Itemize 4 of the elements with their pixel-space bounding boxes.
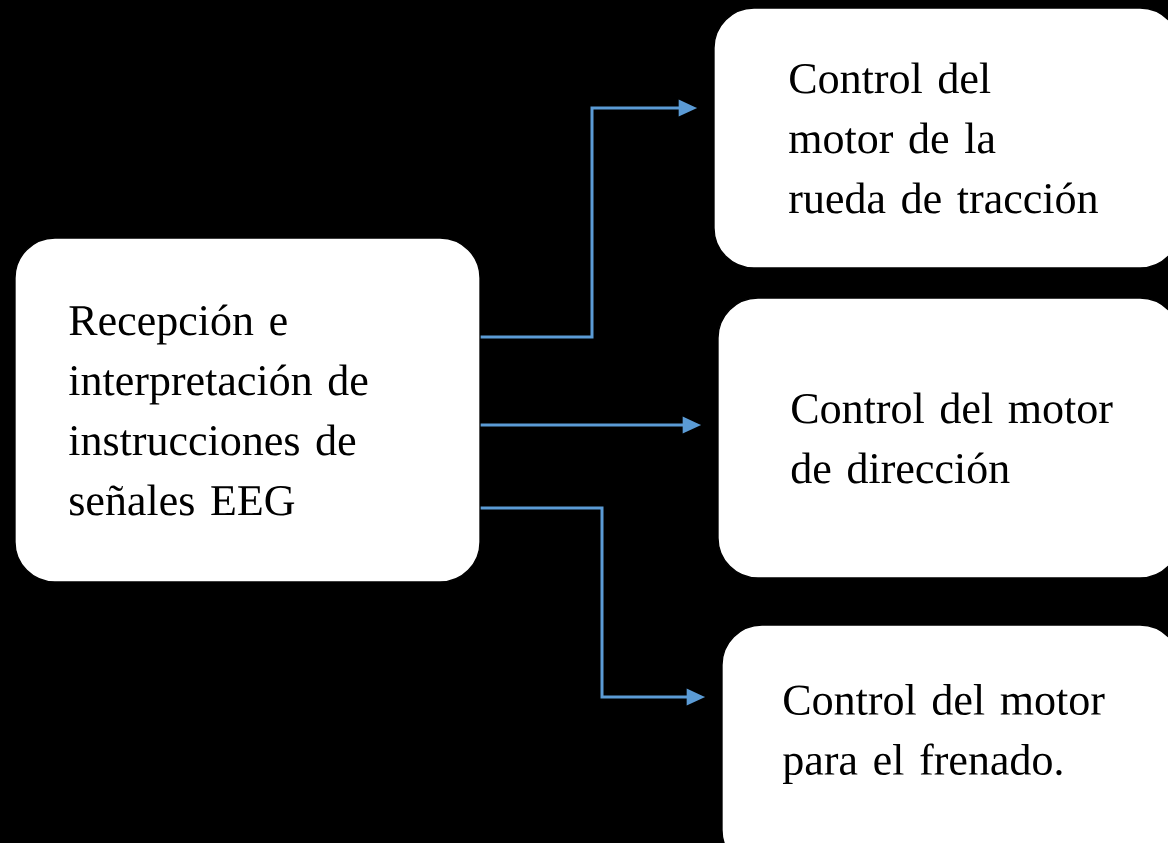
process-box: Recepción e interpretación de instrucciones de señales EEG bbox=[14, 237, 481, 583]
process-box: Control del motor de dirección bbox=[717, 297, 1168, 579]
process-box: Control del motor para el frenado. bbox=[721, 624, 1168, 843]
process-box: Control del motor de la rueda de tracción bbox=[713, 7, 1168, 269]
